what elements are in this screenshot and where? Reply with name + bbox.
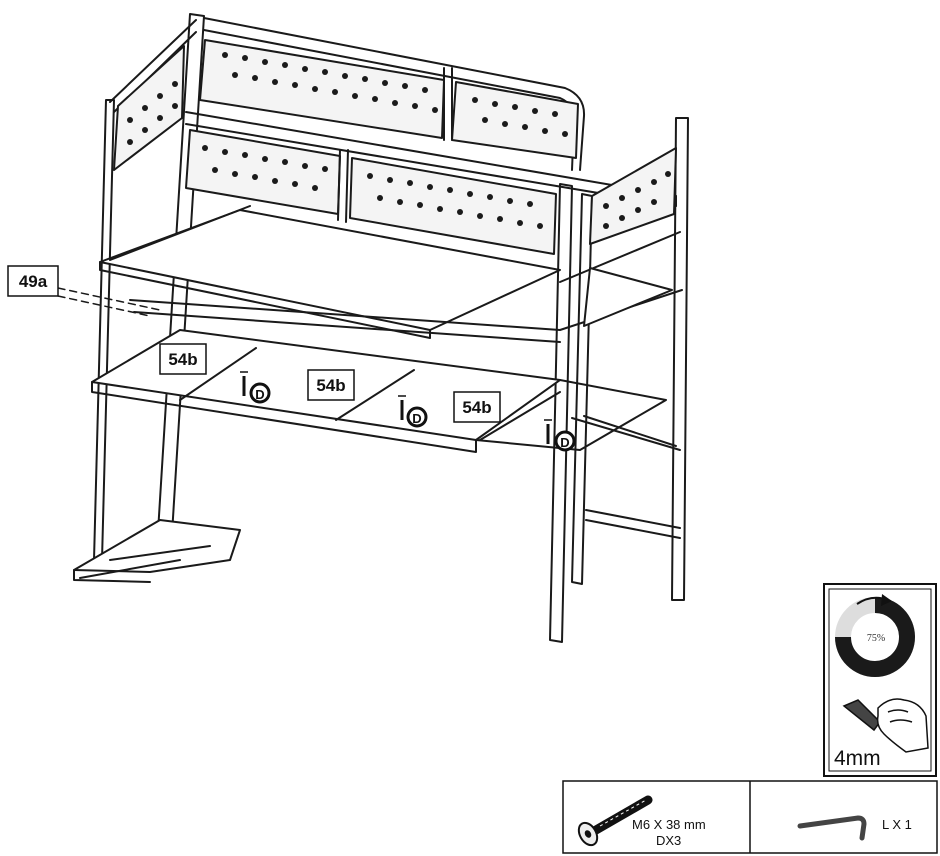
bolt-icon [577, 795, 653, 847]
allen-key-size-label: 4mm [834, 747, 881, 770]
bolt-d-marker-2: D [398, 395, 428, 428]
callout-54b-right-label: 54b [462, 398, 491, 417]
bolt-spec-label: M6 X 38 mm [632, 817, 706, 832]
callout-54b-left: 54b [159, 343, 207, 375]
callout-54b-right: 54b [453, 391, 501, 423]
bolt-d-label-1: D [255, 387, 264, 402]
mesh-pattern [127, 52, 671, 229]
bolt-d-marker-1: D [240, 371, 271, 404]
bolt-d-label-3: D [560, 435, 569, 450]
bolt-d-label-2: D [412, 411, 421, 426]
callout-54b-center-label: 54b [316, 376, 345, 395]
callout-54b-left-label: 54b [168, 350, 197, 369]
bolt-qty-label: DX3 [656, 833, 681, 848]
allen-key-qty-label: L X 1 [882, 817, 912, 832]
bolt-d-marker-3: D [544, 419, 576, 452]
callout-49a: 49a [7, 265, 59, 297]
parts-table: M6 X 38 mm DX3 L X 1 [562, 780, 938, 854]
tool-panel: 75% 4mm [823, 583, 937, 777]
hand-with-allen-key-icon [842, 698, 929, 753]
allen-key-icon [797, 815, 867, 841]
callout-54b-center: 54b [307, 369, 355, 401]
torque-gauge-icon: 75% [835, 594, 915, 677]
callout-49a-label: 49a [19, 272, 48, 291]
loft-bed-frame [57, 13, 689, 643]
torque-percent-label: 75% [867, 633, 885, 644]
